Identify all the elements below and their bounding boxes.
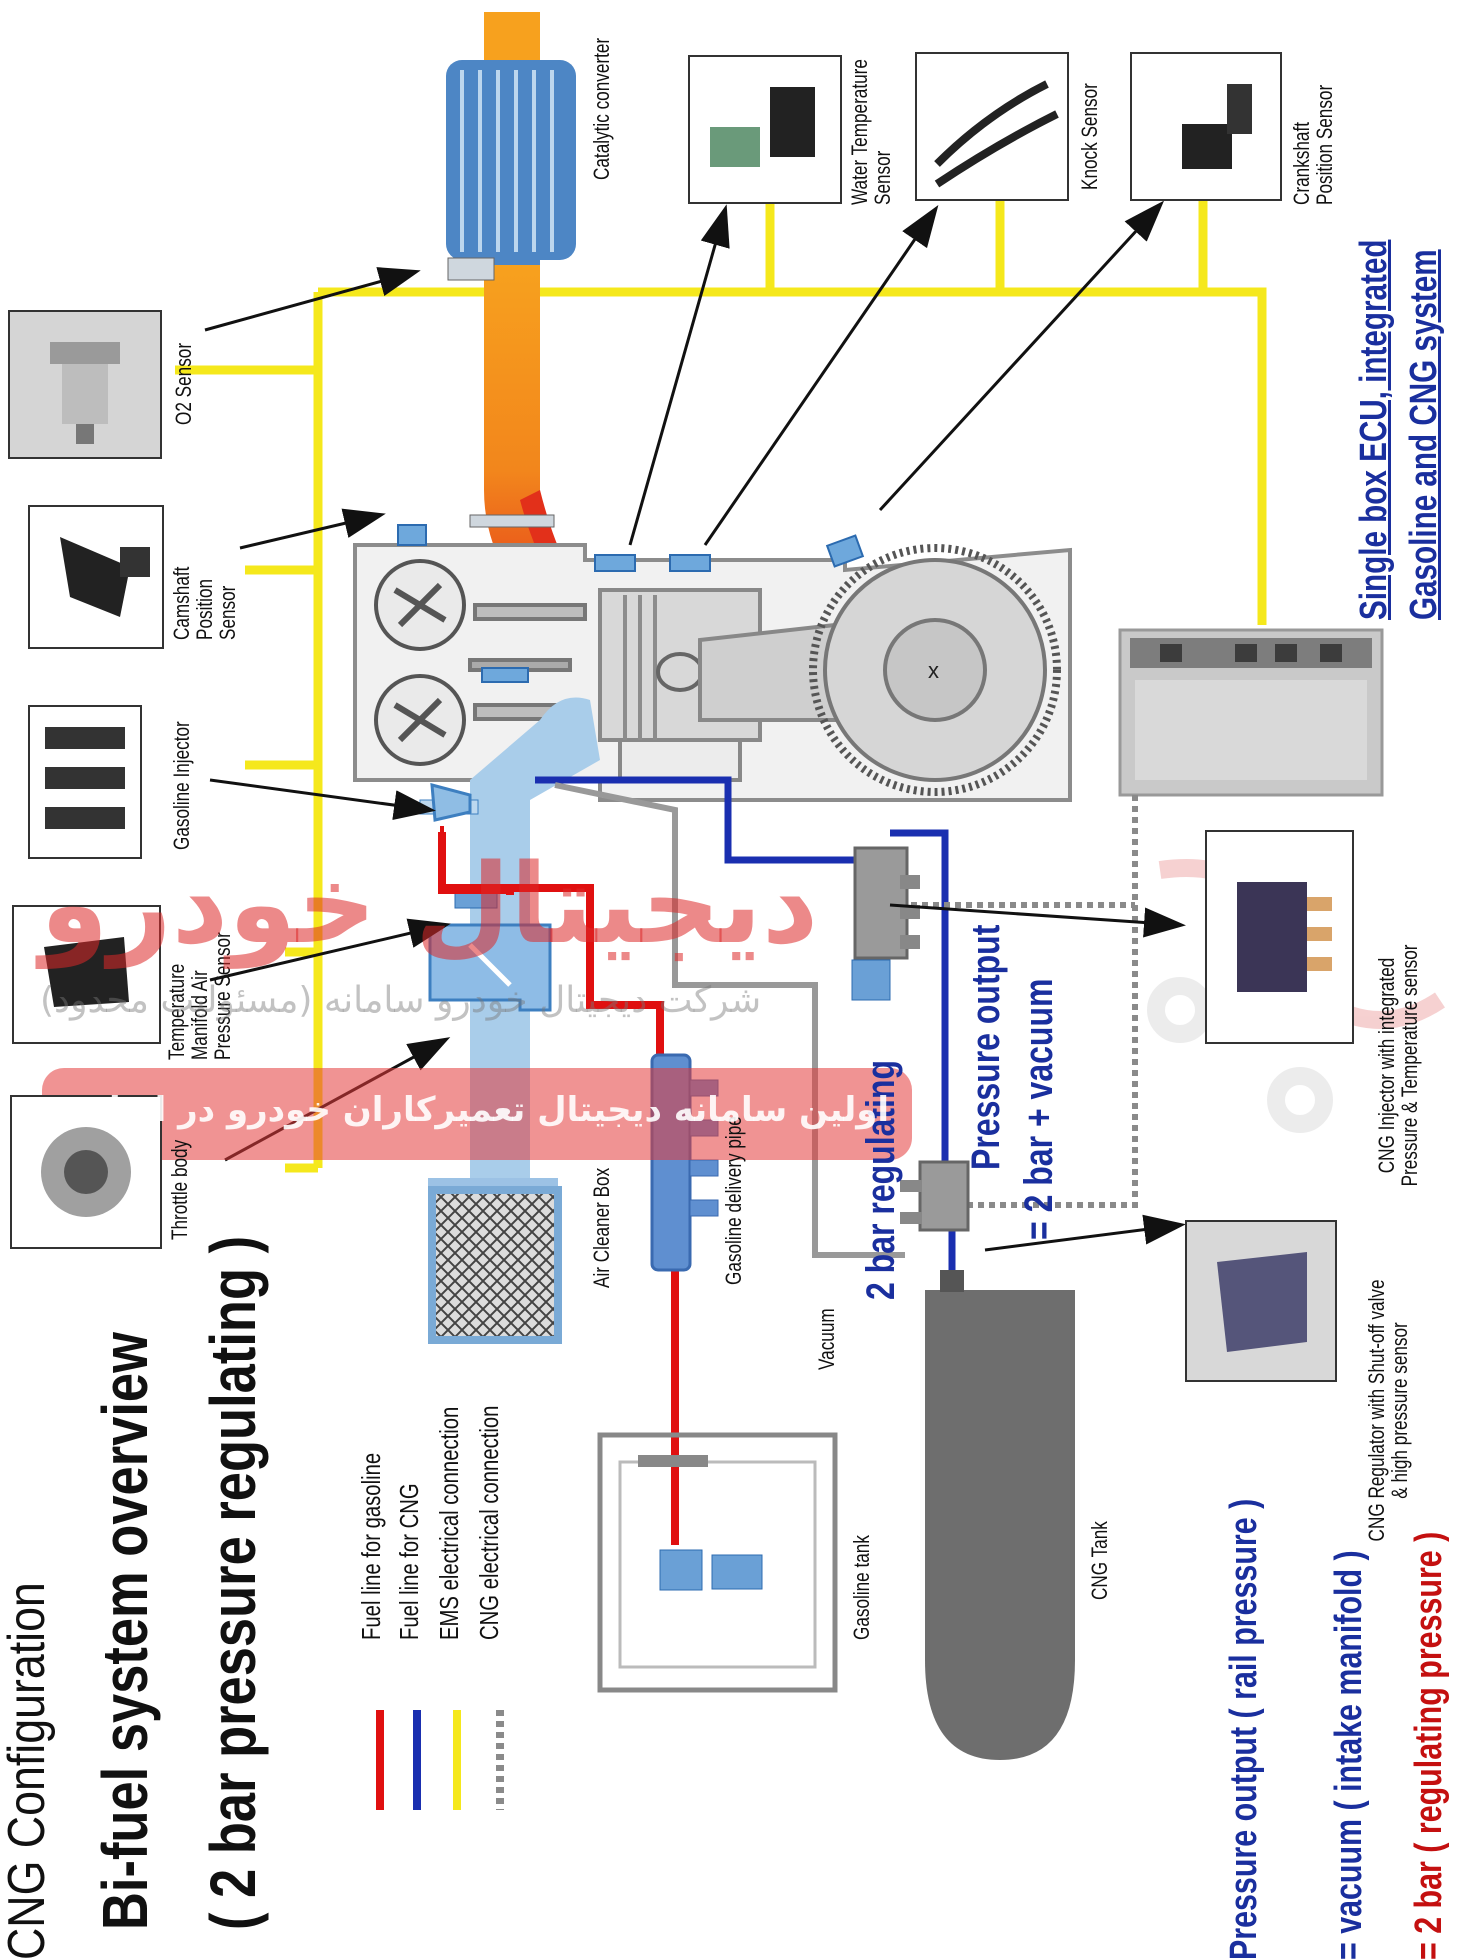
watermark-line2: اولین سامانه دیجیتال تعمیرکاران خودرو در… [80, 1090, 890, 1130]
cng-regulator-icon [1217, 1252, 1307, 1352]
legend-label-gasoline: Fuel line for gasoline [356, 1452, 386, 1640]
photo-o2-sensor [8, 310, 162, 459]
engine-block: x [353, 543, 1072, 802]
label-throttle-body: Throttle body [167, 1139, 192, 1240]
throttle-body-icon [41, 1127, 131, 1217]
crankshaft-sensor-icon [1182, 84, 1252, 169]
watermark-logo: دیجیتال خودرو [40, 840, 819, 968]
bottom-note-1: Pressure output ( rail pressure ) [1223, 1498, 1265, 1960]
legend-swatches [376, 1710, 504, 1810]
label-o2-sensor: O2 Sensor [171, 342, 196, 425]
gasoline-fuel-line [438, 826, 679, 1545]
photo-cng-regulator [1185, 1220, 1337, 1382]
label-vacuum: Vacuum [814, 1308, 839, 1370]
pressure-value-note: = 2 bar + vacuum [1017, 978, 1061, 1240]
legend-label-cng: Fuel line for CNG [394, 1483, 424, 1640]
cng-fuel-line [535, 776, 956, 1270]
label-cng-regulator: CNG Regulator with Shut-off valve & high… [1364, 1279, 1413, 1542]
subtitle: ( 2 bar pressure regulating ) [197, 1235, 269, 1930]
knock-sensor-icon [934, 80, 1059, 188]
map-sensor-icon [44, 937, 129, 1007]
label-crankshaft-sensor: Crankshaft Position Sensor [1289, 84, 1338, 205]
cng-electrical [900, 795, 1138, 1208]
photo-cng-injector [1205, 830, 1354, 1044]
gasoline-injector-icon [45, 727, 125, 829]
watermark-line1: شرکت دیجیتال خودرو سامانه (مسئولیت محدود… [40, 980, 762, 1021]
cng-injector-icon [1237, 882, 1332, 992]
o2-sensor-icon [50, 342, 120, 444]
cng-injector-rail [851, 846, 920, 1001]
cng-tank-shape [925, 1270, 1075, 1760]
ecu-unit [1118, 628, 1384, 797]
bottom-note-2: = vacuum ( intake manifold ) [1328, 1550, 1370, 1960]
watermark-banner [42, 1068, 912, 1160]
label-knock-sensor: Knock Sensor [1077, 83, 1102, 190]
bottom-note-3: = 2 bar ( regulating pressure ) [1408, 1531, 1450, 1960]
engine-sensor-icons [397, 524, 865, 683]
label-cng-injector: CNG Injector with integrated Pressure & … [1374, 944, 1423, 1187]
label-air-cleaner: Air Cleaner Box [589, 1167, 614, 1288]
label-delivery-pipe: Gasoline delivery pipe [721, 1116, 746, 1285]
ecu-heading-line2: Gasoline and CNG system [1403, 249, 1445, 620]
photo-gasoline-injector [28, 705, 142, 859]
photo-knock-sensor [915, 52, 1069, 201]
ecu-heading-line1: Single box ECU, integrated [1353, 239, 1395, 620]
pointer-arrows [204, 200, 1186, 1252]
photo-camshaft-sensor [28, 505, 164, 649]
label-gasoline-tank: Gasoline tank [849, 1535, 874, 1640]
main-title: Bi-fuel system overview [89, 1332, 161, 1930]
svg-text:x: x [928, 658, 939, 683]
photo-water-temp-sensor [688, 55, 842, 204]
camshaft-sensor-icon [60, 537, 150, 617]
gasoline-tank-box [597, 1432, 838, 1693]
photo-map-sensor [12, 905, 161, 1044]
label-camshaft-sensor: Camshaft Position Sensor [169, 566, 241, 640]
photo-throttle-body [10, 1095, 162, 1249]
label-gasoline-injector: Gasoline Injector [169, 721, 194, 850]
photo-crankshaft-sensor [1130, 52, 1282, 201]
water-temp-sensor-icon [710, 87, 815, 167]
vacuum-line [554, 782, 905, 1258]
config-title: CNG Configuration [0, 1582, 56, 1960]
label-water-temp-sensor: Water Temperature Sensor [847, 59, 896, 205]
pressure-output-note: Pressure output [964, 924, 1008, 1170]
cng-regulator-unit [900, 1160, 970, 1232]
legend-label-cng-elec: CNG electrical connection [474, 1405, 504, 1640]
legend-label-ems: EMS electrical connection [434, 1406, 464, 1640]
label-catalytic-converter: Catalytic converter [589, 37, 614, 181]
label-cng-tank: CNG Tank [1087, 1521, 1112, 1600]
